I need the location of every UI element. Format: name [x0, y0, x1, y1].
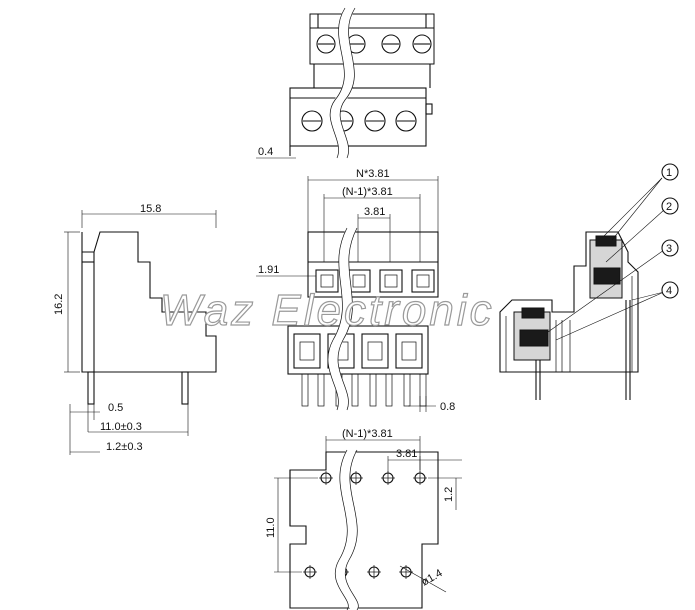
side-view: 15.8 16.2 0.5 11.0±0.3 1.2±0.3	[53, 203, 217, 455]
callout-2: 2	[666, 201, 672, 213]
callout-1: 1	[666, 167, 672, 179]
pcb-hole-label: ø1.4	[420, 567, 445, 588]
front-view: N*3.81 (N-1)*3.81 3.81 1.91 0.8	[256, 168, 455, 413]
front-pin-width-label: 0.8	[440, 401, 455, 413]
pcb-layout: (N-1)*3.81 3.81 1.2 11.0 ø1.4	[265, 428, 462, 610]
watermark: Waz Electronic	[160, 286, 495, 335]
front-pitch-label: 3.81	[364, 206, 385, 218]
front-overall-label: N*3.81	[356, 168, 390, 180]
pcb-pitch-label: 3.81	[396, 448, 417, 460]
top-view: 0.4	[256, 5, 435, 161]
callout-4: 4	[666, 285, 672, 297]
side-pin-label: 0.5	[108, 402, 123, 414]
top-offset-label: 0.4	[258, 146, 273, 158]
front-inner-label: (N-1)*3.81	[342, 186, 393, 198]
side-pitch-label: 11.0±0.3	[100, 421, 142, 433]
pcb-row-pitch-label: 11.0	[265, 517, 277, 538]
pcb-span-label: (N-1)*3.81	[342, 428, 393, 440]
front-left-offset-label: 1.91	[258, 264, 279, 276]
cross-section: 1 2 3 4	[499, 163, 679, 400]
callout-3: 3	[666, 243, 672, 255]
side-tip-label: 1.2±0.3	[106, 441, 143, 453]
side-width-label: 15.8	[140, 203, 161, 215]
side-height-label: 16.2	[53, 294, 65, 315]
pcb-row-offset-label: 1.2	[443, 487, 455, 502]
